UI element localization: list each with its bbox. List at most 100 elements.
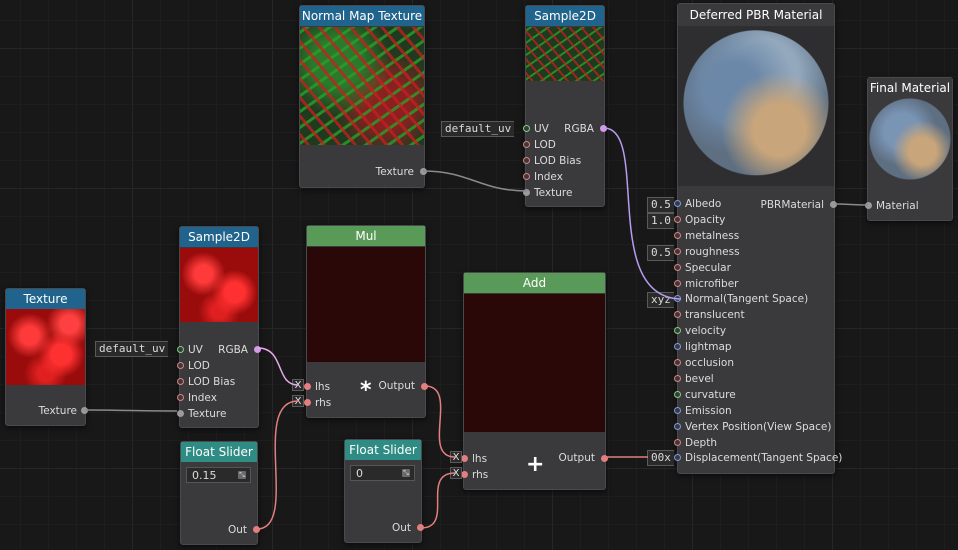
input-label-occlusion: occlusion: [685, 357, 735, 369]
wire-slider2-to-add-rhs: [420, 472, 456, 529]
input-port-normal[interactable]: [674, 295, 681, 302]
albedo-value-chip[interactable]: 0.5: [647, 197, 674, 213]
input-port-rhs[interactable]: [304, 399, 311, 406]
input-port-microfiber[interactable]: [674, 280, 681, 287]
displacement-value-chip[interactable]: 00x: [647, 450, 674, 466]
output-port-rgba[interactable]: [254, 346, 261, 353]
output-port[interactable]: [253, 526, 260, 533]
add-operator-icon: +: [526, 452, 545, 477]
input-port-metalness[interactable]: [674, 232, 681, 239]
normal-map-preview: [300, 27, 424, 145]
input-port-lod-bias[interactable]: [523, 157, 530, 164]
wire-slider1-to-mul-rhs: [256, 400, 299, 530]
output-port[interactable]: [417, 524, 424, 531]
node-float-slider-2[interactable]: Float Slider 0 ⤡ Out: [344, 439, 424, 543]
node-title: Final Material: [868, 78, 952, 98]
input-label-lhs: lhs: [472, 453, 488, 465]
uv-default-chip[interactable]: default_uv: [441, 121, 515, 137]
output-label: Out: [227, 524, 247, 536]
input-label-displacement: Displacement(Tangent Space): [685, 452, 843, 464]
input-port-lod[interactable]: [523, 141, 530, 148]
input-label-lod: LOD: [534, 139, 556, 151]
input-label-emission: Emission: [685, 405, 732, 417]
input-label-lod: LOD: [188, 360, 210, 372]
input-port-depth[interactable]: [674, 439, 681, 446]
input-label-vertex-position: Vertex Position(View Space): [685, 421, 832, 433]
normal-value-chip[interactable]: xyz: [647, 292, 674, 308]
input-port-index[interactable]: [177, 394, 184, 401]
output-label: Output: [558, 452, 595, 464]
uv-default-chip[interactable]: default_uv: [95, 341, 169, 357]
add-lhs-x-marker[interactable]: X: [450, 451, 462, 463]
input-port-albedo[interactable]: [674, 200, 681, 207]
input-port-specular[interactable]: [674, 264, 681, 271]
wire-mul-to-add-lhs: [424, 385, 456, 458]
node-float-slider-1[interactable]: Float Slider 0.15 ⤡ Out: [180, 441, 260, 545]
input-port-lightmap[interactable]: [674, 343, 681, 350]
output-port[interactable]: [601, 455, 608, 462]
node-sample2d-top[interactable]: Sample2D UV RGBA LOD LOD Bias Index Text…: [523, 5, 607, 207]
input-port-vertex-position[interactable]: [674, 423, 681, 430]
node-final-material[interactable]: Final Material Material: [865, 77, 953, 221]
wire-texture-to-sample2d: [84, 409, 178, 412]
input-port-opacity[interactable]: [674, 216, 681, 223]
input-port-uv[interactable]: [523, 125, 530, 132]
node-title: Normal Map Texture: [300, 6, 424, 26]
input-port-lhs[interactable]: [461, 455, 468, 462]
input-port-uv[interactable]: [177, 346, 184, 353]
input-port-velocity[interactable]: [674, 327, 681, 334]
add-rhs-x-marker[interactable]: X: [450, 467, 462, 479]
roughness-value-chip[interactable]: 0.5: [647, 245, 674, 261]
float-value-input[interactable]: 0.15 ⤡: [186, 467, 251, 483]
input-label-bevel: bevel: [685, 373, 714, 385]
input-label-index: Index: [534, 171, 563, 183]
input-port-texture[interactable]: [177, 410, 184, 417]
node-texture[interactable]: Texture Texture: [5, 288, 88, 426]
input-port-index[interactable]: [523, 173, 530, 180]
output-port[interactable]: [421, 383, 428, 390]
output-port[interactable]: [81, 407, 88, 414]
node-normal-map-texture[interactable]: Normal Map Texture Texture: [299, 5, 427, 188]
input-port-lod-bias[interactable]: [177, 378, 184, 385]
opacity-value-chip[interactable]: 1.0: [647, 213, 674, 229]
input-port-displacement[interactable]: [674, 454, 681, 461]
input-port-lod[interactable]: [177, 362, 184, 369]
node-add[interactable]: Add + Output lhs rhs: [461, 272, 608, 490]
input-port-texture[interactable]: [523, 189, 530, 196]
output-label: Texture: [375, 166, 414, 178]
node-sample2d-bottom[interactable]: Sample2D UV RGBA LOD LOD Bias Index Text…: [177, 226, 261, 428]
input-label-rhs: rhs: [472, 469, 489, 481]
output-port-pbrmaterial[interactable]: [830, 201, 837, 208]
drag-handle-icon[interactable]: ⤡: [238, 471, 246, 479]
node-mul[interactable]: Mul * Output lhs rhs: [304, 225, 428, 418]
node-title: Sample2D: [180, 227, 258, 247]
add-preview: [464, 294, 605, 432]
input-label-uv: UV: [534, 123, 549, 135]
output-port[interactable]: [420, 168, 427, 175]
input-label-albedo: Albedo: [685, 198, 722, 210]
input-port-lhs[interactable]: [304, 383, 311, 390]
input-port-occlusion[interactable]: [674, 359, 681, 366]
mul-lhs-x-marker[interactable]: X: [292, 379, 304, 391]
input-label-index: Index: [188, 392, 217, 404]
float-value: 0: [356, 467, 363, 480]
input-port-emission[interactable]: [674, 407, 681, 414]
input-port-material[interactable]: [865, 202, 872, 209]
input-label-lhs: lhs: [315, 381, 331, 393]
input-port-curvature[interactable]: [674, 391, 681, 398]
input-port-rhs[interactable]: [461, 471, 468, 478]
node-deferred-pbr-material[interactable]: Deferred PBR Material PBRMaterial: [677, 3, 837, 474]
input-label-velocity: velocity: [685, 325, 727, 337]
mul-rhs-x-marker[interactable]: X: [292, 395, 304, 407]
float-value-input[interactable]: 0 ⤡: [350, 465, 415, 481]
output-port-rgba[interactable]: [600, 125, 607, 132]
node-title: Float Slider: [181, 442, 257, 462]
drag-handle-icon[interactable]: ⤡: [402, 469, 410, 477]
input-port-translucent[interactable]: [674, 311, 681, 318]
input-port-roughness[interactable]: [674, 248, 681, 255]
input-port-bevel[interactable]: [674, 375, 681, 382]
node-title: Add: [464, 273, 605, 293]
input-label-curvature: curvature: [685, 389, 736, 401]
node-title: Texture: [6, 289, 85, 309]
multiply-operator-icon: *: [360, 378, 372, 403]
